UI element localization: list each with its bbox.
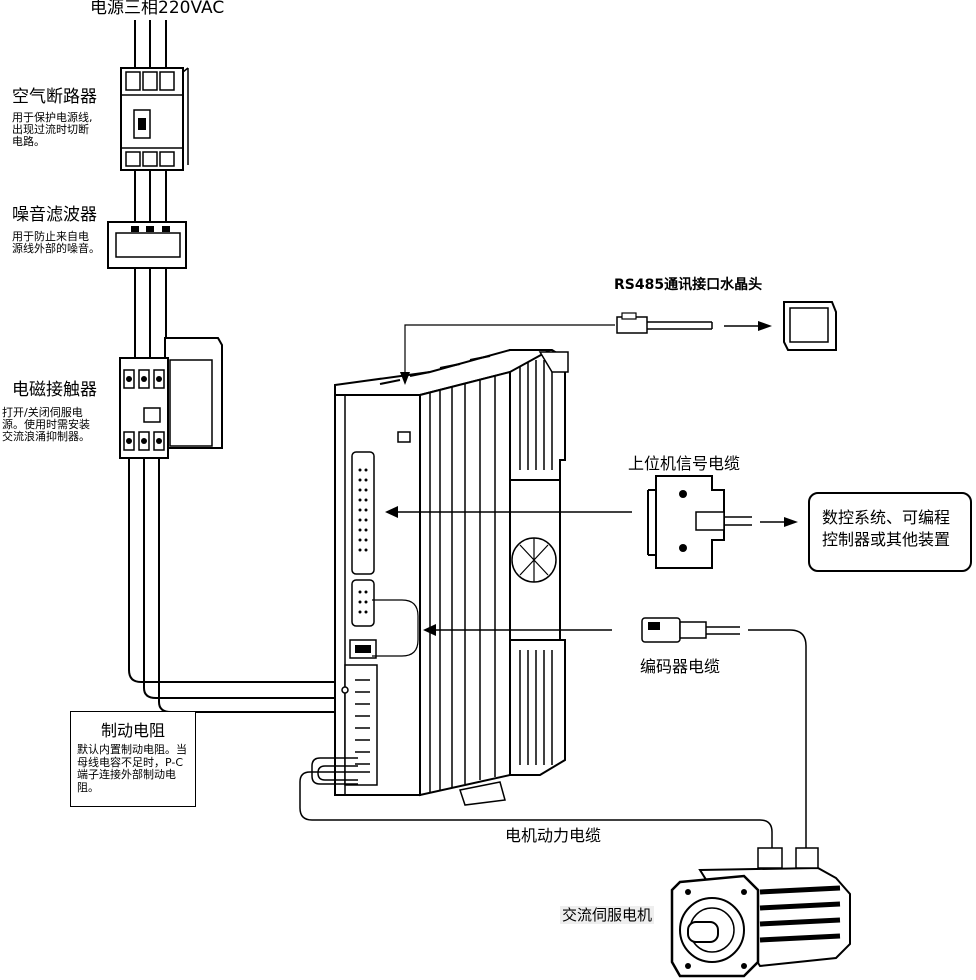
controller-line-2: 控制器或其他装置 [822, 530, 951, 549]
noise-filter-icon [107, 221, 187, 269]
encoder-cable-label: 编码器电缆 [640, 657, 721, 676]
filter-desc-1: 用于防止来自电 [12, 230, 89, 243]
contactor-icon [119, 337, 223, 459]
filter-desc-2: 源线外部的噪音。 [12, 242, 100, 255]
brake-resistor-title: 制动电阻 [100, 721, 165, 740]
brake-resistor-box: 制动电阻 默认内置制动电阻。当母线电容不足时，P-C端子连接外部制动电阻。 [70, 711, 196, 807]
contactor-desc-1: 打开/关闭伺服电 [2, 406, 83, 419]
air-breaker-icon [120, 67, 189, 171]
rs485-label: RS485通讯接口水晶头 [614, 277, 763, 293]
servo-drive-icon [334, 349, 569, 806]
contactor-desc-3: 交流浪涌抑制器。 [2, 430, 90, 443]
encoder-plug-icon [641, 617, 740, 643]
hmi-panel-icon [783, 301, 837, 351]
power-cable-label: 电机动力电缆 [505, 826, 602, 845]
servo-motor-label: 交流伺服电机 [560, 906, 655, 924]
contactor-desc-2: 源。使用时需安装 [2, 418, 90, 431]
filter-title: 噪音滤波器 [12, 205, 97, 225]
power-input-label: 电源三相220VAC [90, 0, 225, 18]
brake-resistor-desc: 默认内置制动电阻。当母线电容不足时，P-C端子连接外部制动电阻。 [77, 743, 187, 794]
contactor-title: 电磁接触器 [12, 380, 97, 400]
controller-line-1: 数控系统、可编程 [822, 508, 951, 527]
signal-cable-label: 上位机信号电缆 [628, 454, 741, 473]
rj45-plug-icon [616, 312, 713, 334]
breaker-desc-2: 出现过流时切断 [12, 123, 89, 136]
db-connector-icon [647, 475, 752, 569]
breaker-title: 空气断路器 [12, 87, 97, 107]
breaker-desc-3: 电路。 [12, 135, 45, 148]
controller-box: 数控系统、可编程 控制器或其他装置 [808, 492, 972, 572]
servo-motor-icon [670, 847, 851, 978]
breaker-desc-1: 用于保护电源线, [12, 111, 93, 124]
